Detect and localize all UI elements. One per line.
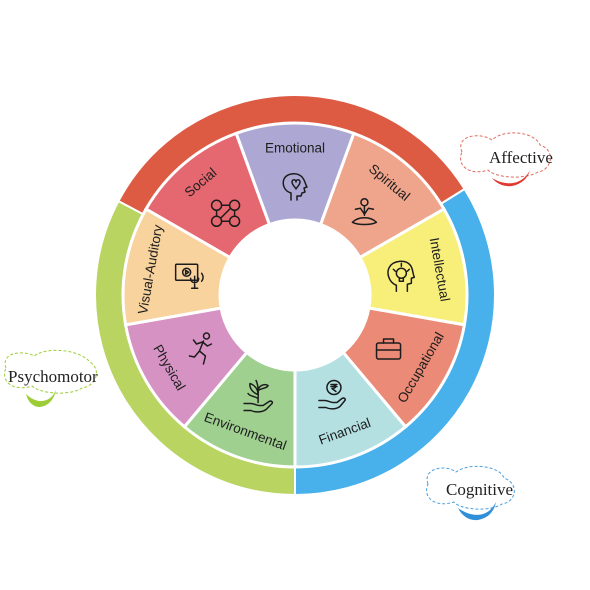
hand-plant-icon [243, 379, 274, 413]
meditation-icon [351, 198, 378, 226]
segment-visual-auditory: Visual-Auditory [121, 206, 233, 327]
cognitive-label: Cognitive [446, 480, 513, 499]
center-hole [220, 220, 370, 370]
segment-emotional-label: Emotional [265, 141, 325, 156]
cognitive-callout: Cognitive [426, 465, 515, 521]
screen-microphone-icon [174, 263, 204, 289]
hand-rupee-icon [318, 379, 346, 410]
segment-occupational: Occupational [341, 306, 467, 429]
segment-environmental: Environmental [182, 350, 297, 469]
affective-label: Affective [489, 148, 553, 167]
running-person-icon [188, 332, 213, 365]
affective-bubble-outline [460, 132, 551, 178]
affective-swoosh [492, 170, 530, 187]
psychomotor-bubble-outline [4, 349, 97, 394]
psychomotor-swoosh [26, 390, 56, 407]
psychomotor-callout: Psychomotor [4, 349, 98, 407]
head-lightbulb-icon [387, 260, 416, 292]
cognitive-swoosh [458, 502, 496, 521]
segment-intellectual: Intellectual [357, 206, 469, 327]
head-heart-icon [282, 173, 308, 201]
social-network-icon [210, 199, 241, 228]
affective-callout: Affective [460, 132, 553, 187]
wellness-segments: EmotionalSpiritualIntellectualOccupation… [121, 121, 469, 469]
cognitive-bubble-outline [426, 465, 515, 510]
psychomotor-label: Psychomotor [8, 367, 98, 386]
briefcase-icon [375, 338, 402, 360]
